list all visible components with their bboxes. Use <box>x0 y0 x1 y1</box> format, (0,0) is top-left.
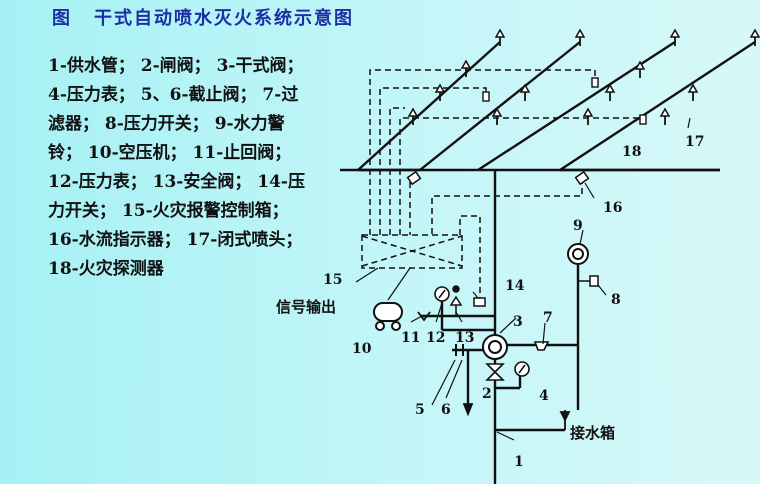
sprinkler-head-icon <box>688 84 698 102</box>
callout-3: 3 <box>513 314 523 330</box>
legend-line: 力开关； 15-火灾报警控制箱； <box>48 201 289 221</box>
title-prefix: 图 <box>52 8 72 29</box>
callout-5: 5 <box>415 402 425 418</box>
detector-icon <box>591 77 599 88</box>
sprinkler-head-icon <box>583 108 593 126</box>
safety-valve-icon <box>449 285 463 316</box>
title-text: 干式自动喷水灭火系统示意图 <box>94 8 354 29</box>
fire-detectors <box>482 77 647 125</box>
callout-17: 17 <box>685 134 704 150</box>
signal-output-label: 信号输出 <box>276 298 336 316</box>
callout-4: 4 <box>539 388 549 404</box>
flow-indicators <box>406 170 590 186</box>
main-piping <box>420 170 580 484</box>
drain-arrows <box>462 403 571 430</box>
pressure-switch-icon <box>589 275 599 287</box>
sprinkler-head-icon <box>635 61 645 79</box>
diagram-title: 图 干式自动喷水灭火系统示意图 <box>52 4 354 30</box>
filter-icon <box>533 341 550 351</box>
gate-valve-icon <box>485 363 505 381</box>
legend-line: 滤器； 8-压力开关； 9-水力警 <box>48 114 285 134</box>
callout-14: 14 <box>505 278 525 294</box>
callout-2: 2 <box>482 386 492 402</box>
legend-line: 1-供水管； 2-闸阀； 3-干式阀； <box>48 56 304 76</box>
leader-lines <box>355 117 691 441</box>
legend-line: 铃； 10-空压机； 11-止回阀； <box>48 143 292 163</box>
callout-8: 8 <box>611 292 621 308</box>
signal-wiring <box>361 69 641 300</box>
flow-indicator-icon <box>406 170 422 186</box>
callout-18: 18 <box>622 144 641 160</box>
air-compressor-icon <box>373 302 403 331</box>
pressure-gauges <box>434 286 530 377</box>
callout-13: 13 <box>455 330 474 346</box>
check-valve-icon <box>417 311 431 322</box>
flow-indicator-icon <box>574 170 590 186</box>
detector-icon <box>639 114 647 125</box>
callout-15: 15 <box>323 272 342 288</box>
detector-icon <box>482 91 490 102</box>
callout-9: 9 <box>573 218 583 234</box>
callout-1: 1 <box>514 454 524 470</box>
water-bell-icon <box>567 243 589 265</box>
pressure-switch-icon <box>473 297 486 307</box>
callout-7: 7 <box>543 310 553 326</box>
legend-line: 18-火灾探测器 <box>48 259 164 279</box>
callout-16: 16 <box>603 200 622 216</box>
legend-line: 16-水流指示器； 17-闭式喷头； <box>48 230 303 250</box>
component-legend: 1-供水管； 2-闸阀； 3-干式阀； 4-压力表； 5、6-截止阀； 7-过 … <box>48 52 348 284</box>
legend-line: 4-压力表； 5、6-截止阀； 7-过 <box>48 85 299 105</box>
stop-valves <box>455 344 464 356</box>
dry-valve-icon <box>482 334 508 360</box>
callout-12: 12 <box>426 330 445 346</box>
callout-10: 10 <box>352 341 372 357</box>
legend-line: 12-压力表； 13-安全阀； 14-压 <box>48 172 305 192</box>
sprinkler-head-icon <box>660 108 670 126</box>
callout-6: 6 <box>441 402 451 418</box>
callout-11: 11 <box>401 330 420 346</box>
water-box-label: 接水箱 <box>570 424 615 442</box>
sprinkler-grid <box>340 40 756 172</box>
